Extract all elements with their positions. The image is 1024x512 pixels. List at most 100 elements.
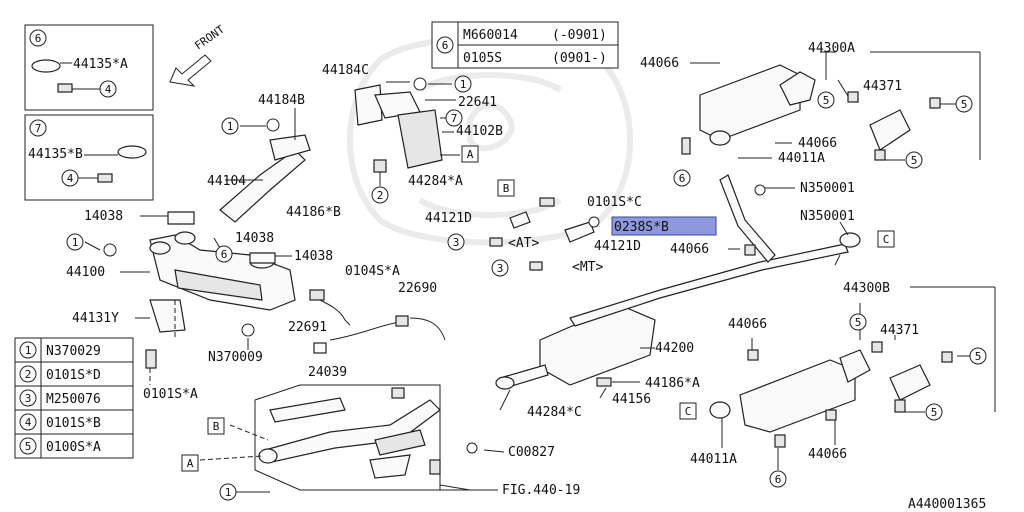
label-14038-c: 14038 [294,249,333,264]
muffler-44300A [681,64,941,196]
part-labels: 44184C 22641 44184B 44102B 44284*A 44104… [66,41,986,512]
svg-text:FRONT: FRONT [192,23,227,53]
label-fig-ref: FIG.440-19 [502,483,580,498]
svg-text:3: 3 [453,236,460,249]
center-pipe-group [495,174,861,390]
sensor-bracket-group [309,197,600,354]
front-pipe-detail [199,384,478,493]
label-44184C: 44184C [322,63,369,78]
key-table: 1 N370029 2 0101S*D 3 M250076 4 0101S*B … [14,337,134,459]
detail-box-6: 6 44135*A 4 [24,24,154,111]
svg-text:B: B [213,420,220,433]
svg-text:6: 6 [679,172,686,185]
diagram-id: A440001365 [908,497,986,512]
svg-text:A: A [187,457,194,470]
label-14038-b: 14038 [235,231,274,246]
label-44300B: 44300B [843,281,890,296]
svg-text:6: 6 [442,39,449,52]
svg-text:0100S*A: 0100S*A [46,440,101,455]
label-44186B: 44186*B [286,205,341,220]
label-44135A: 44135*A [73,57,128,72]
svg-text:4: 4 [67,172,74,185]
label-44011A-a: 44011A [778,151,825,166]
svg-text:7: 7 [35,122,42,135]
label-44135B: 44135*B [28,147,83,162]
label-44066-d: 44066 [728,317,767,332]
svg-text:7: 7 [451,112,458,125]
label-44300A: 44300A [808,41,855,56]
svg-text:5: 5 [823,94,830,107]
label-44066-e: 44066 [808,447,847,462]
svg-text:4: 4 [25,416,32,429]
label-mt: <MT> [572,260,603,275]
label-44371-a: 44371 [863,79,902,94]
svg-text:C: C [685,405,692,418]
label-44156: 44156 [612,392,651,407]
label-44371-b: 44371 [880,323,919,338]
svg-text:(0901-): (0901-) [552,51,607,66]
exhaust-manifold-group [103,77,443,369]
svg-text:0238S*B: 0238S*B [614,220,669,235]
label-44131Y: 44131Y [72,311,119,326]
label-44100: 44100 [66,265,105,280]
svg-text:5: 5 [975,350,982,363]
svg-text:0105S: 0105S [463,51,502,66]
svg-text:C: C [883,233,890,246]
label-44102B: 44102B [456,124,503,139]
label-C00827: C00827 [508,445,555,460]
svg-text:5: 5 [25,440,32,453]
svg-text:6: 6 [35,32,42,45]
label-44121D-a: 44121D [425,211,472,226]
svg-text:4: 4 [105,83,112,96]
svg-text:3: 3 [497,262,504,275]
front-arrow: FRONT [169,23,227,87]
label-N350001-b: N350001 [800,209,855,224]
leader-lines-right [458,51,996,491]
label-44066-b: 44066 [798,136,837,151]
svg-text:M660014: M660014 [463,28,518,43]
label-44284A: 44284*A [408,174,463,189]
label-44104: 44104 [207,174,246,189]
label-14038-a: 14038 [84,209,123,224]
label-22691: 22691 [288,320,327,335]
label-N350001-a: N350001 [800,181,855,196]
highlighted-part-0238SB[interactable]: 0238S*B [611,216,717,236]
label-44066-c: 44066 [670,242,709,257]
svg-text:2: 2 [25,368,32,381]
circled-callouts: 1 1 7 2 1 6 3 3 6 5 5 5 5 5 5 6 1 [66,75,987,501]
label-22641: 22641 [458,95,497,110]
svg-text:0101S*B: 0101S*B [46,416,101,431]
svg-text:M250076: M250076 [46,392,101,407]
svg-text:B: B [503,182,510,195]
svg-text:2: 2 [377,189,384,202]
label-44184B: 44184B [258,93,305,108]
reference-boxes: A B C C B A [181,145,895,472]
label-22690: 22690 [398,281,437,296]
label-44284C: 44284*C [527,405,582,420]
leader-lines-left [84,81,460,385]
legend-table-6: 6 M660014 (-0901) 0105S (0901-) [431,21,619,69]
label-44200: 44200 [655,341,694,356]
svg-text:A: A [467,148,474,161]
muffler-44300B [709,341,953,448]
svg-text:5: 5 [961,98,968,111]
svg-text:1: 1 [460,78,467,91]
svg-text:3: 3 [25,392,32,405]
label-0104SA: 0104S*A [345,264,400,279]
label-0101SC: 0101S*C [587,195,642,210]
svg-text:5: 5 [855,316,862,329]
label-44066-a: 44066 [640,56,679,71]
label-0101SA: 0101S*A [143,387,198,402]
label-44011A-b: 44011A [690,452,737,467]
label-N370009: N370009 [208,350,263,365]
detail-box-7: 7 44135*B 4 [24,114,154,201]
label-44121D-b: 44121D [594,239,641,254]
label-at: <AT> [508,236,539,251]
svg-text:5: 5 [911,154,918,167]
label-44186A: 44186*A [645,376,700,391]
svg-text:1: 1 [227,120,234,133]
svg-text:0101S*D: 0101S*D [46,368,101,383]
svg-text:6: 6 [775,473,782,486]
svg-text:N370029: N370029 [46,344,101,359]
